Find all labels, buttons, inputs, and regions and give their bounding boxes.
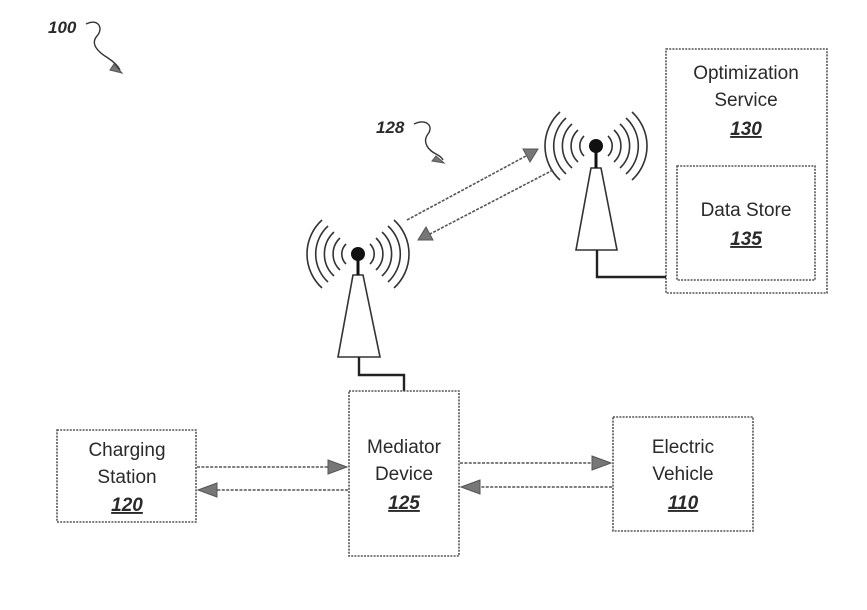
ref-128-arrow-head — [431, 155, 446, 164]
right-tower-wave-l5 — [544, 111, 561, 181]
mediator-device-box — [348, 390, 460, 557]
link-arrow-down-line — [429, 169, 554, 235]
charging-station-line2: Station — [97, 467, 156, 488]
charging-station-box — [56, 429, 197, 523]
link-arrow-down-head — [417, 225, 434, 241]
mediator-device-line2: Device — [375, 464, 433, 485]
electric-vehicle-number: 110 — [668, 493, 699, 514]
right-tower-wave-r5 — [631, 111, 648, 181]
data-store-line1: Data Store — [701, 200, 792, 221]
left-tower-wave-r1 — [369, 243, 375, 265]
electric-vehicle-line2: Vehicle — [652, 464, 713, 485]
ev-to-mediator-head — [459, 479, 481, 495]
mediator-to-ev-head — [591, 455, 613, 471]
right-tower-wire — [595, 250, 666, 279]
left-tower-wave-l2 — [332, 237, 341, 271]
right-tower-wave-l4 — [552, 117, 567, 175]
data-store-box — [676, 165, 816, 281]
left-tower-wire — [357, 357, 406, 391]
optimization-service-number: 130 — [730, 119, 762, 140]
right-tower-wave-l3 — [561, 123, 573, 169]
right-tower-wave-l1 — [579, 135, 585, 157]
right-tower-mast — [575, 167, 618, 251]
electric-vehicle-line1: Electric — [652, 437, 714, 458]
ref-100-arrow-head — [109, 63, 124, 74]
mediator-device-number: 125 — [388, 493, 420, 514]
charging-station-line1: Charging — [88, 440, 165, 461]
radio-tower-icon — [544, 111, 648, 251]
right-tower-wave-r2 — [613, 129, 622, 163]
optimization-service-line1: Optimization — [693, 63, 799, 84]
mediator-device-line1: Mediator — [367, 437, 442, 458]
ref-128-squiggle — [413, 121, 444, 161]
right-tower-wave-l2 — [570, 129, 579, 163]
cs-to-mediator-head — [327, 459, 349, 475]
right-tower-wave-r1 — [607, 135, 613, 157]
ref-100-squiggle — [85, 21, 121, 71]
link-arrow-up-line — [406, 155, 527, 221]
mediator-to-cs-head — [196, 482, 218, 498]
data-store-number: 135 — [730, 229, 762, 250]
charging-station-number: 120 — [111, 495, 143, 516]
optimization-service-line2: Service — [714, 90, 777, 111]
left-tower-wave-l3 — [323, 231, 335, 277]
ref-label-128: 128 — [376, 118, 405, 137]
link-arrow-up-head — [522, 148, 539, 164]
left-tower-wave-l4 — [314, 225, 329, 283]
left-tower-wave-l5 — [306, 219, 323, 289]
left-tower-wave-r2 — [375, 237, 384, 271]
right-tower-wave-r3 — [619, 123, 631, 169]
left-tower-mast — [337, 274, 381, 358]
right-tower-wave-r4 — [625, 117, 640, 175]
left-tower-wave-r4 — [387, 225, 402, 283]
electric-vehicle-box — [612, 416, 754, 532]
ref-label-100: 100 — [48, 18, 77, 37]
left-tower-wave-r3 — [381, 231, 393, 277]
left-tower-wave-r5 — [393, 219, 410, 289]
left-tower-wave-l1 — [341, 243, 347, 265]
radio-tower-icon — [306, 219, 410, 358]
